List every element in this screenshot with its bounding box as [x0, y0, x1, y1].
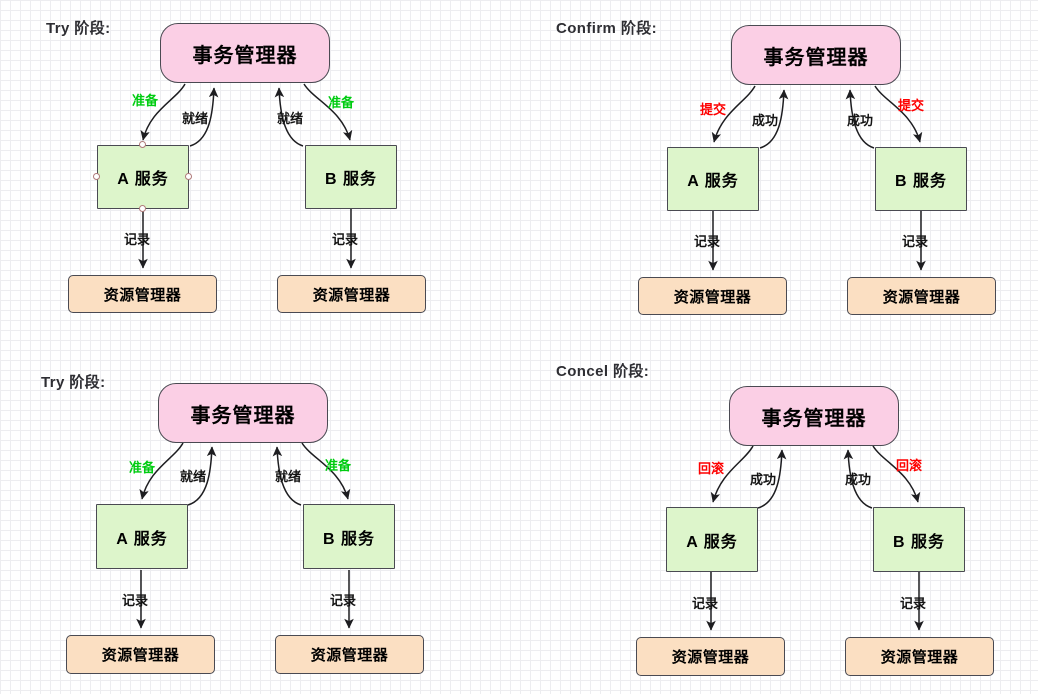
- edge-label-success-a: 成功: [750, 472, 777, 487]
- node-service-a[interactable]: A 服务: [667, 147, 759, 211]
- node-transaction-manager[interactable]: 事务管理器: [160, 23, 330, 83]
- edge-label-ready-b: 就绪: [275, 469, 302, 484]
- edge-label-record-a: 记录: [694, 234, 721, 249]
- node-resource-manager-b[interactable]: 资源管理器: [847, 277, 996, 315]
- handle-left[interactable]: [93, 173, 100, 180]
- edge-label-record-b: 记录: [332, 232, 359, 247]
- node-resource-manager-a[interactable]: 资源管理器: [68, 275, 217, 313]
- panel-title-confirm: Confirm 阶段:: [556, 20, 658, 37]
- node-service-b[interactable]: B 服务: [305, 145, 397, 209]
- edge-label-success-a: 成功: [752, 113, 779, 128]
- node-service-b[interactable]: B 服务: [303, 504, 395, 569]
- handle-right[interactable]: [185, 173, 192, 180]
- node-resource-manager-b[interactable]: 资源管理器: [275, 635, 424, 674]
- edge-label-record-a: 记录: [692, 596, 719, 611]
- edge-label-commit-a: 提交: [700, 102, 727, 117]
- node-service-a[interactable]: A 服务: [96, 504, 188, 569]
- edge-label-record-b: 记录: [902, 234, 929, 249]
- node-transaction-manager[interactable]: 事务管理器: [158, 383, 328, 443]
- edge-label-success-b: 成功: [845, 472, 872, 487]
- edge-label-rollback-b: 回滚: [896, 458, 923, 473]
- edge-label-ready-a: 就绪: [180, 469, 207, 484]
- edge-label-record-a: 记录: [122, 593, 149, 608]
- node-transaction-manager[interactable]: 事务管理器: [731, 25, 901, 85]
- edge-label-prepare-a: 准备: [129, 460, 156, 475]
- node-resource-manager-a[interactable]: 资源管理器: [636, 637, 785, 676]
- node-resource-manager-b[interactable]: 资源管理器: [277, 275, 426, 313]
- panel-title-try-bottom: Try 阶段:: [41, 374, 106, 391]
- edge-label-prepare-a: 准备: [132, 93, 159, 108]
- edge-label-commit-b: 提交: [898, 98, 925, 113]
- edge-label-record-b: 记录: [330, 593, 357, 608]
- edge-label-ready-b: 就绪: [277, 111, 304, 126]
- node-resource-manager-a[interactable]: 资源管理器: [66, 635, 215, 674]
- edge-label-rollback-a: 回滚: [698, 461, 725, 476]
- handle-top[interactable]: [139, 141, 146, 148]
- node-transaction-manager[interactable]: 事务管理器: [729, 386, 899, 446]
- edge-label-record-b: 记录: [900, 596, 927, 611]
- edge-label-prepare-b: 准备: [325, 458, 352, 473]
- node-service-a[interactable]: A 服务: [97, 145, 189, 209]
- handle-bottom[interactable]: [139, 205, 146, 212]
- edge-label-record-a: 记录: [124, 232, 151, 247]
- panel-title-try-top: Try 阶段:: [46, 20, 111, 37]
- edge-label-prepare-b: 准备: [328, 95, 355, 110]
- edge-label-success-b: 成功: [847, 113, 874, 128]
- node-service-b[interactable]: B 服务: [873, 507, 965, 572]
- node-resource-manager-b[interactable]: 资源管理器: [845, 637, 994, 676]
- panel-title-concel: Concel 阶段:: [556, 363, 650, 380]
- edge-label-ready-a: 就绪: [182, 111, 209, 126]
- node-service-a[interactable]: A 服务: [666, 507, 758, 572]
- node-resource-manager-a[interactable]: 资源管理器: [638, 277, 787, 315]
- node-service-b[interactable]: B 服务: [875, 147, 967, 211]
